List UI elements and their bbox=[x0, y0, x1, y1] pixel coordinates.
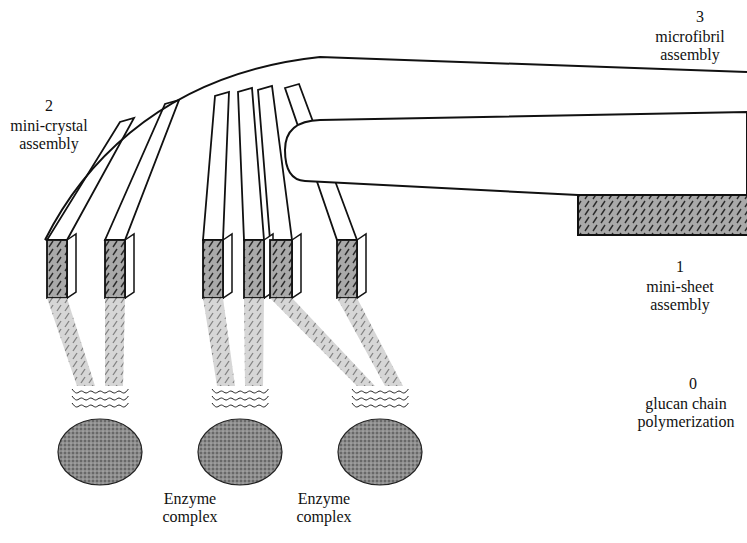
glucan-chain bbox=[352, 396, 408, 400]
glucan-chain bbox=[72, 389, 128, 393]
glucan-chain bbox=[212, 396, 268, 400]
enzyme-complexes bbox=[58, 419, 422, 485]
microfibril-top-face bbox=[285, 112, 747, 195]
sheet-side bbox=[67, 234, 76, 298]
sheet-side bbox=[357, 234, 366, 298]
stage-label: microfibril assembly bbox=[638, 28, 742, 65]
callout-number: 0 bbox=[678, 375, 708, 393]
sheet-side bbox=[125, 234, 134, 298]
mini-sheet bbox=[270, 240, 292, 298]
crystal-strip bbox=[105, 100, 179, 240]
chain-bundle bbox=[203, 298, 235, 386]
glucan-chains bbox=[72, 389, 408, 407]
stage-label: glucan chain polymerization bbox=[630, 395, 742, 432]
chain-bundle bbox=[337, 298, 403, 386]
mini-sheet bbox=[244, 240, 264, 298]
chain-bundle bbox=[47, 298, 95, 386]
enzyme-complex bbox=[58, 419, 142, 485]
callout-number: 3 bbox=[685, 8, 715, 26]
complex-label: Enzyme complex bbox=[144, 490, 236, 527]
glucan-chain bbox=[352, 403, 408, 407]
glucan-chain bbox=[212, 389, 268, 393]
chain-bundle bbox=[105, 298, 125, 386]
mini-sheet bbox=[47, 240, 67, 298]
glucan-chain bbox=[72, 396, 128, 400]
microfibril-front-face bbox=[578, 195, 747, 235]
complex-label: Enzyme complex bbox=[278, 490, 370, 527]
mini-sheets bbox=[47, 234, 366, 298]
callout-number: 1 bbox=[665, 258, 695, 276]
glucan-chain bbox=[72, 403, 128, 407]
mini-sheet bbox=[105, 240, 125, 298]
enzyme-complex bbox=[198, 419, 282, 485]
mini-sheet bbox=[337, 240, 357, 298]
chain-bundles bbox=[47, 298, 403, 386]
stage-label: mini-crystal assembly bbox=[4, 117, 94, 154]
sheet-side bbox=[292, 234, 301, 298]
chain-bundle bbox=[244, 298, 264, 386]
glucan-chain bbox=[212, 403, 268, 407]
glucan-chain bbox=[352, 389, 408, 393]
callout-number: 2 bbox=[34, 97, 64, 115]
enzyme-complex bbox=[338, 419, 422, 485]
stage-label: mini-sheet assembly bbox=[630, 278, 730, 315]
mini-sheet bbox=[203, 240, 223, 298]
crystal-strip bbox=[203, 92, 229, 240]
sheet-side bbox=[223, 234, 232, 298]
